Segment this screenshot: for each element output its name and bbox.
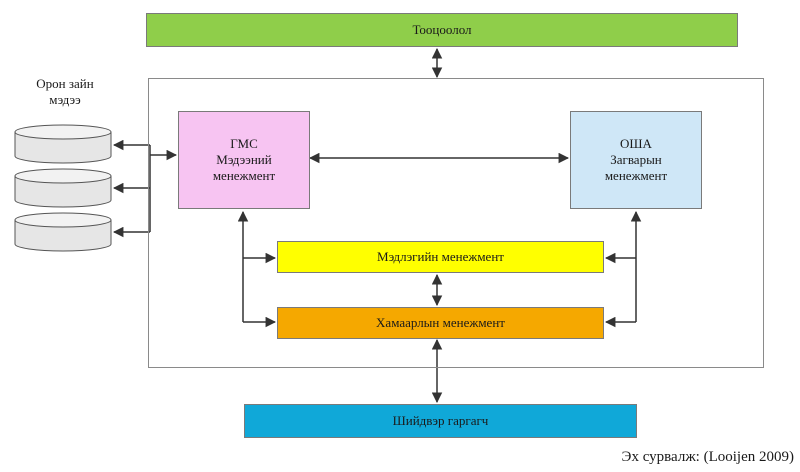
database-icon (14, 168, 112, 208)
relationship-management-box: Хамаарлын менежмент (277, 307, 604, 339)
knowledge-management-label: Мэдлэгийн менежмент (377, 248, 504, 264)
decision-maker-box: Шийдвэр гаргагч (244, 404, 637, 438)
gis-data-management-box: ГМС Мэдээний менежмент (178, 111, 310, 209)
spatial-label-line2: мэдээ (49, 92, 81, 108)
source-caption: Эх сурвалж: (Looijen 2009) (621, 449, 794, 465)
osha-label: ОША (620, 135, 652, 151)
management-label-left: менежмент (212, 168, 276, 184)
model-label: Загварын (610, 151, 662, 167)
management-label-right: менежмент (604, 168, 668, 184)
database-icon (14, 124, 112, 164)
knowledge-management-box: Мэдлэгийн менежмент (277, 241, 604, 273)
model-management-box: ОША Загварын менежмент (570, 111, 702, 209)
gis-label: ГМС (230, 135, 258, 151)
computation-box: Тооцоолол (146, 13, 738, 47)
computation-label: Тооцоолол (412, 21, 472, 37)
decision-maker-label: Шийдвэр гаргагч (392, 412, 489, 428)
system-frame (148, 78, 764, 368)
relationship-management-label: Хамаарлын менежмент (376, 314, 505, 330)
database-icon (14, 212, 112, 252)
spatial-data-label: Орон зайн мэдээ (10, 76, 120, 109)
data-label: Мэдээний (216, 151, 272, 167)
spatial-label-line1: Орон зайн (36, 76, 94, 91)
